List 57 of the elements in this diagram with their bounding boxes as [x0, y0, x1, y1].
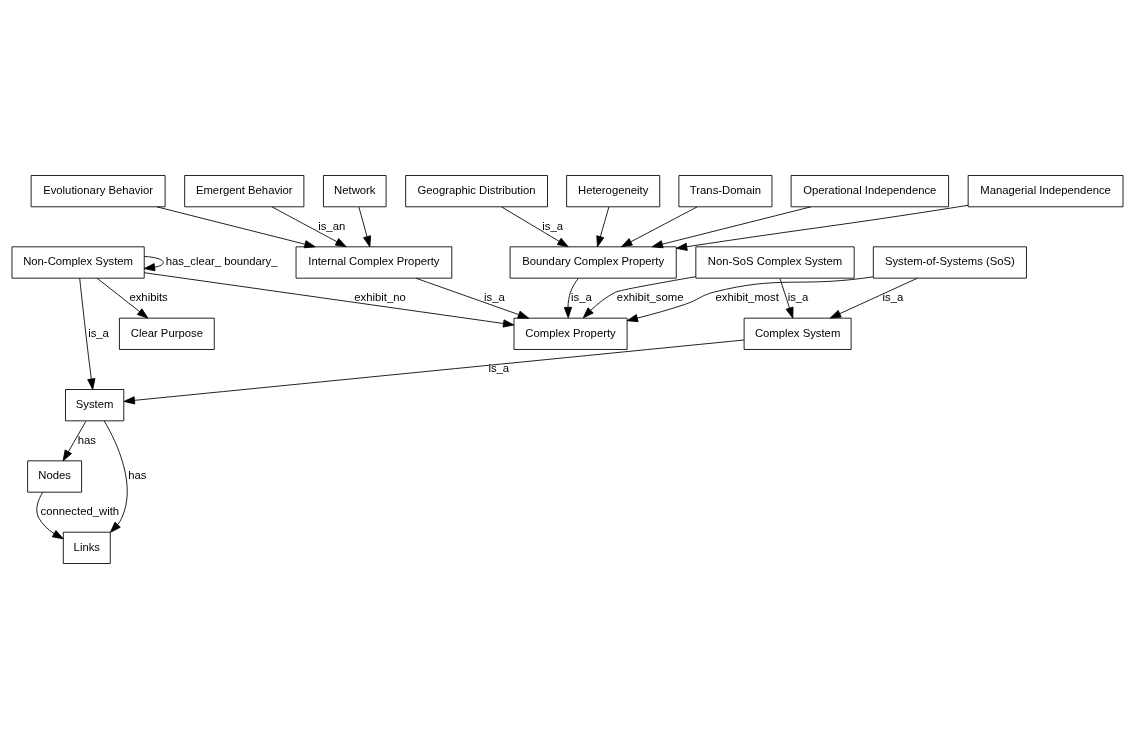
node-box: Geographic Distribution: [405, 174, 548, 207]
edge-label: is_an: [318, 219, 346, 232]
arrow: [415, 277, 530, 319]
node-box: System-of-Systems (SoS): [872, 245, 1027, 279]
node-box: Emergent Behavior: [184, 174, 305, 207]
arrow: [103, 419, 128, 533]
edge-label: exhibits: [129, 290, 168, 303]
arrow: [271, 206, 347, 247]
node-box: Heterogeneity: [566, 174, 661, 207]
arrow: [779, 277, 794, 319]
node-box: System: [65, 388, 125, 421]
edge-label: has: [128, 468, 147, 481]
node-box: Nodes: [27, 459, 82, 493]
edge-label: is_a: [882, 290, 904, 303]
node-box: Links: [62, 531, 111, 564]
arrow: [79, 277, 96, 390]
node-box: Complex Property: [513, 317, 628, 350]
node-box: Network: [323, 174, 387, 207]
node-box: Trans-Domain: [678, 174, 773, 207]
arrow: [651, 205, 812, 248]
edge-label: is_a: [88, 326, 109, 339]
node-box: Non-Complex System: [11, 245, 145, 279]
node-box: Evolutionary Behavior: [30, 174, 166, 207]
node-box: Managerial Independence: [967, 174, 1124, 207]
arrow: [675, 204, 969, 251]
arrow: [143, 271, 515, 328]
arrow: [829, 277, 918, 318]
arrow: [123, 339, 745, 404]
arrow: [582, 275, 697, 318]
arrow: [501, 206, 569, 247]
arrow: [36, 491, 64, 539]
node-box: Operational Independence: [790, 174, 949, 207]
arrow: [626, 275, 874, 322]
arrow: [596, 206, 610, 247]
edge-label: is_a: [787, 290, 809, 303]
edge-label: is_a: [542, 219, 564, 232]
edge-label: is_a: [571, 290, 592, 303]
edge-label: is_a: [488, 361, 510, 374]
arrow: [62, 420, 87, 461]
edge-label: exhibit_no: [354, 290, 406, 303]
edge-label: exhibit_most: [715, 290, 779, 303]
node-box: Clear Purpose: [119, 317, 215, 350]
edge-label: exhibit_some: [616, 290, 684, 303]
node-box: Internal Complex Property: [295, 245, 453, 279]
edge-label: has_clear_ boundary_: [165, 254, 278, 267]
node-box: Complex System: [743, 317, 852, 350]
node-box: Boundary Complex Property: [509, 245, 677, 279]
arrow: [96, 277, 149, 318]
edge-label: connected_with: [40, 504, 120, 517]
edge-label: is_a: [484, 290, 505, 303]
edge-label: has: [77, 433, 96, 446]
arrow: [358, 206, 372, 247]
node-box: Non-SoS Complex System: [695, 245, 855, 279]
arrow: [563, 277, 579, 318]
arrow: [143, 255, 164, 271]
arrow: [621, 206, 698, 247]
arrow: [156, 205, 316, 248]
